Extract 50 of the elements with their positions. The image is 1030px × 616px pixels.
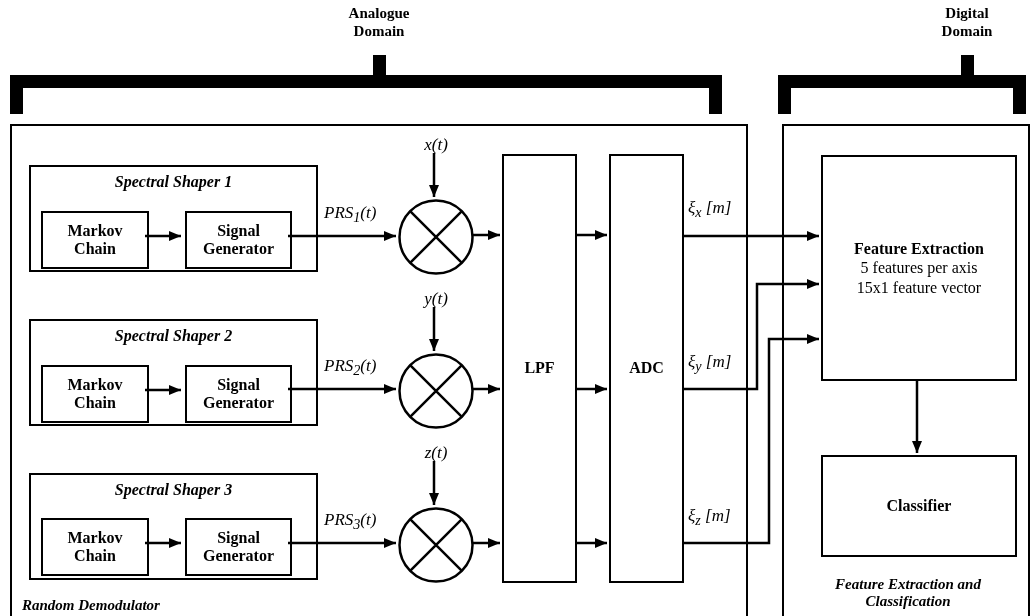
arrow	[429, 307, 439, 351]
arrow	[429, 153, 439, 197]
group-title: Spectral Shaper 2	[113, 327, 234, 346]
bracket-label: Digital Domain	[940, 4, 994, 40]
group-box	[29, 165, 318, 272]
panel-title: Feature Extraction and Classification	[834, 575, 982, 610]
arrow	[682, 231, 819, 241]
arrow	[472, 538, 500, 548]
arrow	[288, 384, 396, 394]
process-box: Signal Generator	[185, 365, 292, 423]
process-box: Markov Chain	[41, 518, 149, 576]
process-box: Signal Generator	[185, 518, 292, 576]
process-box	[821, 155, 1017, 381]
signal-label: x(t)	[416, 135, 456, 155]
process-box: LPF	[502, 154, 577, 583]
group-box	[29, 319, 318, 426]
panel	[10, 124, 748, 616]
arrow	[575, 538, 607, 548]
process-box: Signal Generator	[185, 211, 292, 269]
arrow	[145, 385, 181, 395]
group-title: Spectral Shaper 1	[113, 173, 234, 192]
process-box: Markov Chain	[41, 365, 149, 423]
group-title: Spectral Shaper 3	[113, 481, 234, 500]
signal-label: z(t)	[416, 443, 456, 463]
bracket-label: Analogue Domain	[347, 4, 411, 40]
panel-title: Random Demodulator	[22, 596, 160, 614]
signal-label: y(t)	[416, 289, 456, 309]
arrow	[429, 461, 439, 505]
mixer-symbol	[398, 353, 474, 429]
arrow	[575, 230, 607, 240]
group-box	[29, 473, 318, 580]
mixer-symbol	[398, 199, 474, 275]
box-description: 5 features per axis 15x1 feature vector	[855, 258, 983, 297]
process-box: Classifier	[821, 455, 1017, 557]
box-title: Feature Extraction	[854, 239, 984, 259]
arrow	[682, 279, 819, 391]
arrow	[145, 231, 181, 241]
process-box: ADC	[609, 154, 684, 583]
arrow	[682, 334, 819, 545]
arrow	[288, 538, 396, 548]
arrow	[145, 538, 181, 548]
panel	[782, 124, 1030, 616]
arrow	[472, 230, 500, 240]
arrow	[912, 379, 922, 453]
mixer-symbol	[398, 507, 474, 583]
edge-label: ξ$_{y}$ [m]	[686, 352, 734, 376]
arrow	[575, 384, 607, 394]
arrow	[472, 384, 500, 394]
arrow	[288, 231, 396, 241]
process-box: Markov Chain	[41, 211, 149, 269]
